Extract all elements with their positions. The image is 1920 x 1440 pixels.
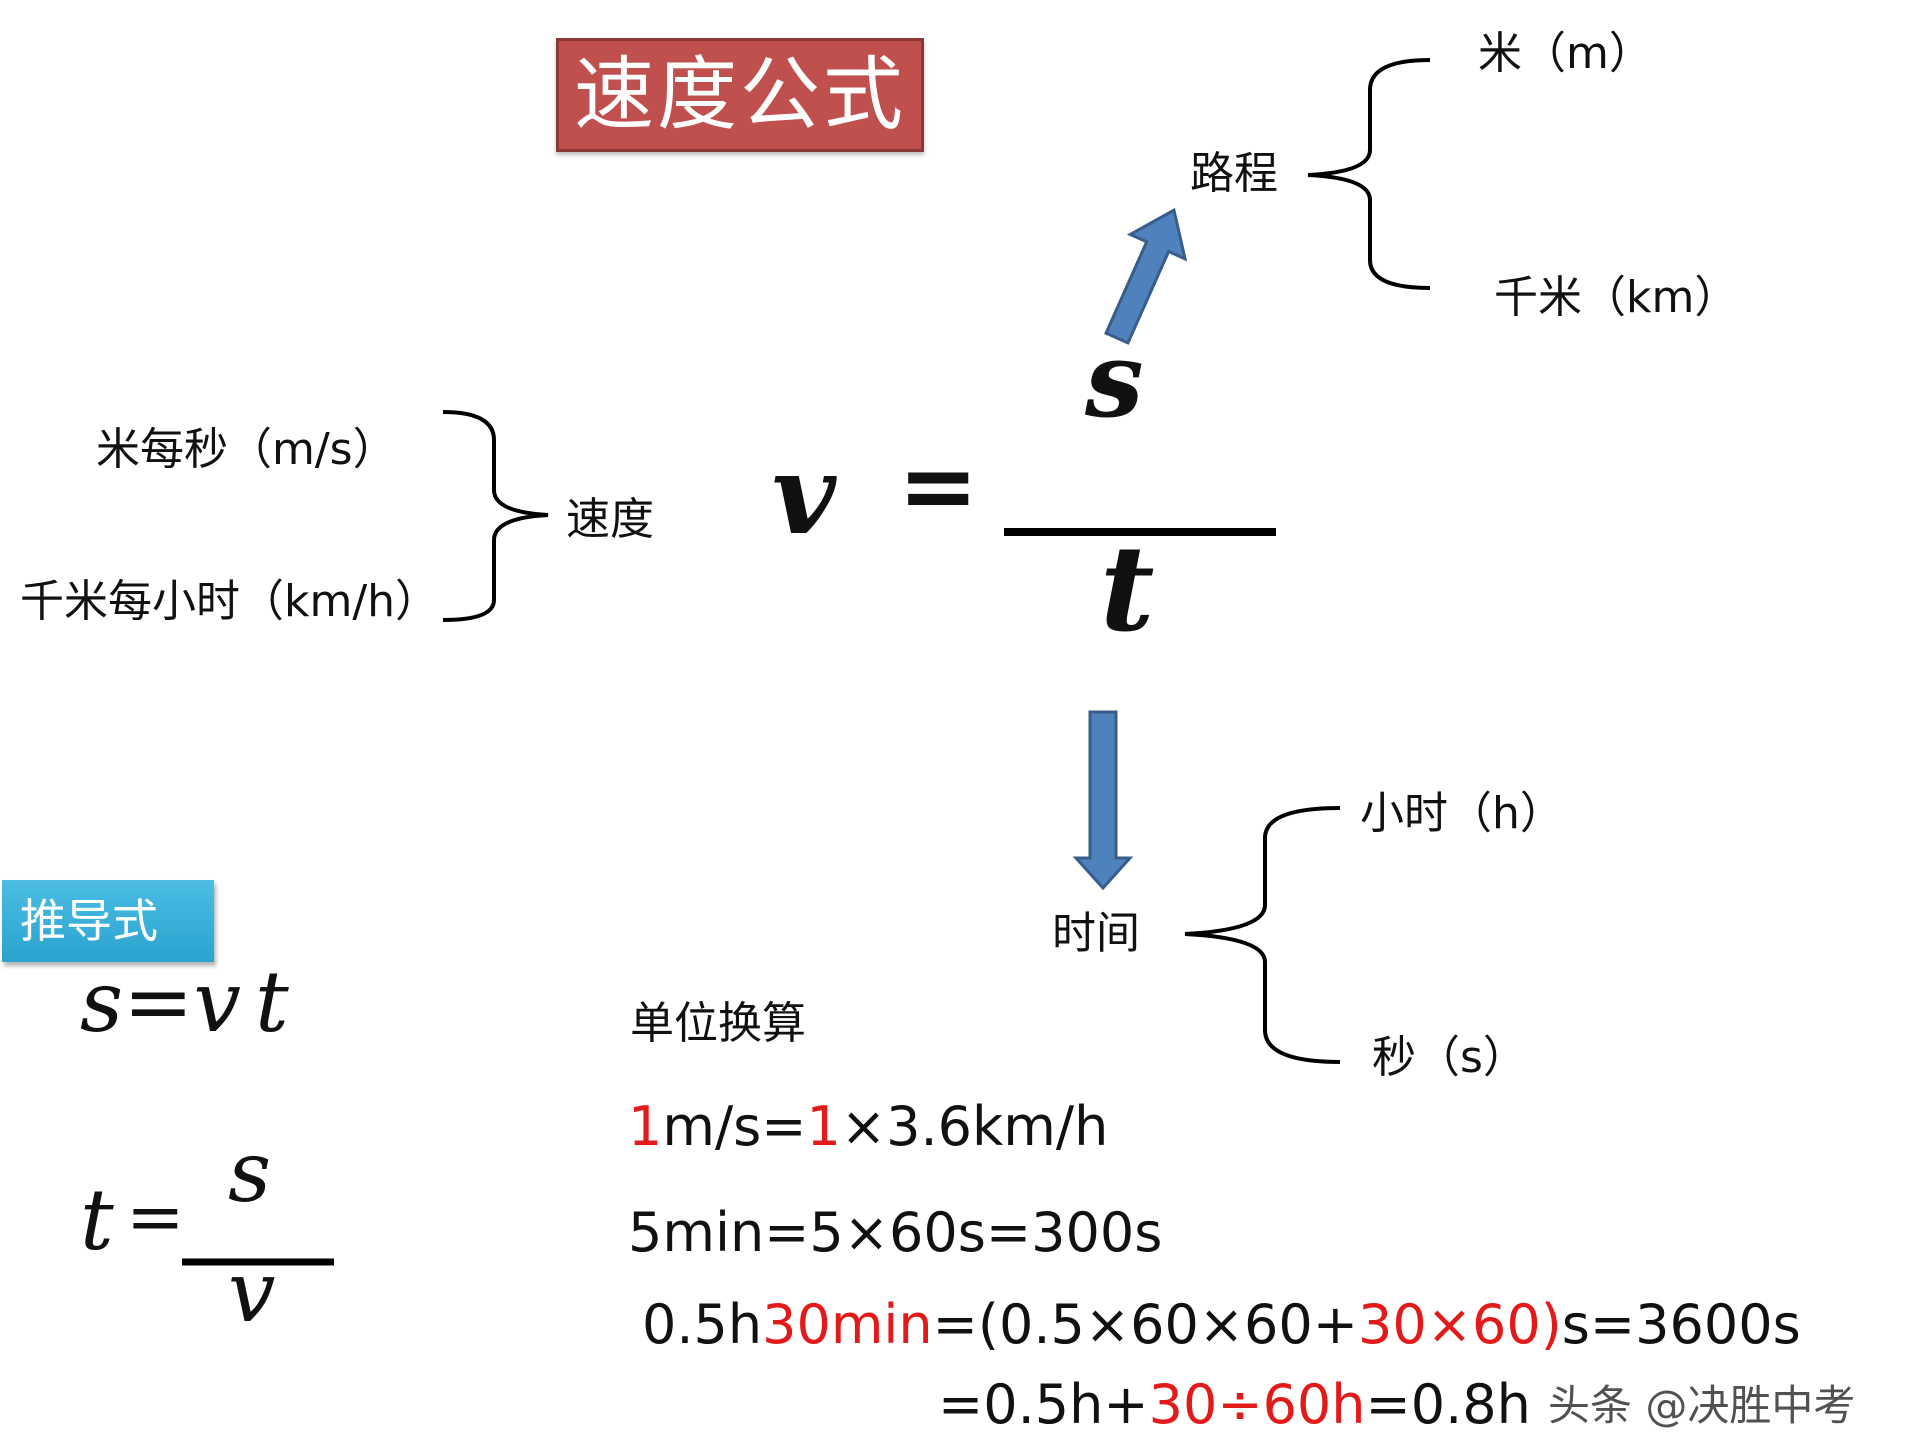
arrow-up-icon	[1104, 207, 1188, 345]
watermark: 头条 @决胜中考	[1548, 1381, 1856, 1430]
conversion-segment-red: 1	[806, 1095, 841, 1158]
time-unit-h: 小时（h）	[1360, 788, 1564, 839]
distance-unit-m: 米（m）	[1478, 28, 1653, 79]
derived-s: s	[80, 953, 124, 1051]
conversion-segment: 5min=5×60s=300s	[628, 1201, 1163, 1264]
conversion-line-2: 5min=5×60s=300s	[628, 1206, 1162, 1260]
derived-t: t	[254, 953, 289, 1051]
derived-t2: t	[80, 1171, 114, 1269]
derived-v2: v	[228, 1243, 276, 1341]
formula-v: v	[772, 430, 836, 559]
speed-label: 速度	[566, 494, 654, 545]
distance-label: 路程	[1190, 148, 1278, 199]
time-unit-s: 秒（s）	[1372, 1032, 1527, 1083]
time-label: 时间	[1052, 908, 1140, 959]
conversion-segment: 0.5h	[642, 1293, 763, 1356]
derived-eq2: =	[126, 1176, 185, 1258]
derive-tag: 推导式	[2, 880, 214, 962]
derived-s2: s	[228, 1123, 272, 1221]
speed-unit-kmph: 千米每小时（km/h）	[20, 576, 440, 627]
conversion-segment: =0.8h	[1365, 1373, 1531, 1436]
derived-eq: =	[123, 953, 194, 1051]
arrow-down-icon	[1072, 710, 1134, 891]
conversion-line-3: 0.5h30min=(0.5×60×60+30×60)s=3600s	[642, 1298, 1801, 1352]
conversion-segment: =(0.5×60×60+	[932, 1293, 1359, 1356]
conversion-segment: =0.5h+	[938, 1373, 1149, 1436]
speed-brace	[442, 410, 549, 622]
conversion-line-4: =0.5h+30÷60h=0.8h	[938, 1378, 1531, 1432]
formula-t: t	[1100, 519, 1155, 658]
conversion-heading: 单位换算	[630, 998, 806, 1049]
formula-s: s	[1085, 318, 1144, 441]
conversion-line-1: 1m/s=1×3.6km/h	[628, 1100, 1108, 1154]
distance-unit-km: 千米（km）	[1494, 272, 1739, 323]
distance-brace	[1307, 58, 1431, 290]
formula-equals: =	[898, 430, 979, 542]
conversion-segment: ×3.6km/h	[840, 1095, 1109, 1158]
page-title: 速度公式	[556, 38, 924, 152]
conversion-segment-red: 30min	[762, 1293, 933, 1356]
conversion-segment-red: 1	[628, 1095, 663, 1158]
derived-v: v	[193, 953, 241, 1051]
conversion-segment: s=3600s	[1561, 1293, 1801, 1356]
speed-unit-mps: 米每秒（m/s）	[96, 424, 397, 475]
conversion-segment-red: 30×60)	[1358, 1293, 1562, 1356]
time-brace	[1184, 806, 1341, 1064]
conversion-segment-red: 30÷60h	[1148, 1373, 1366, 1436]
conversion-segment: m/s=	[662, 1095, 807, 1158]
